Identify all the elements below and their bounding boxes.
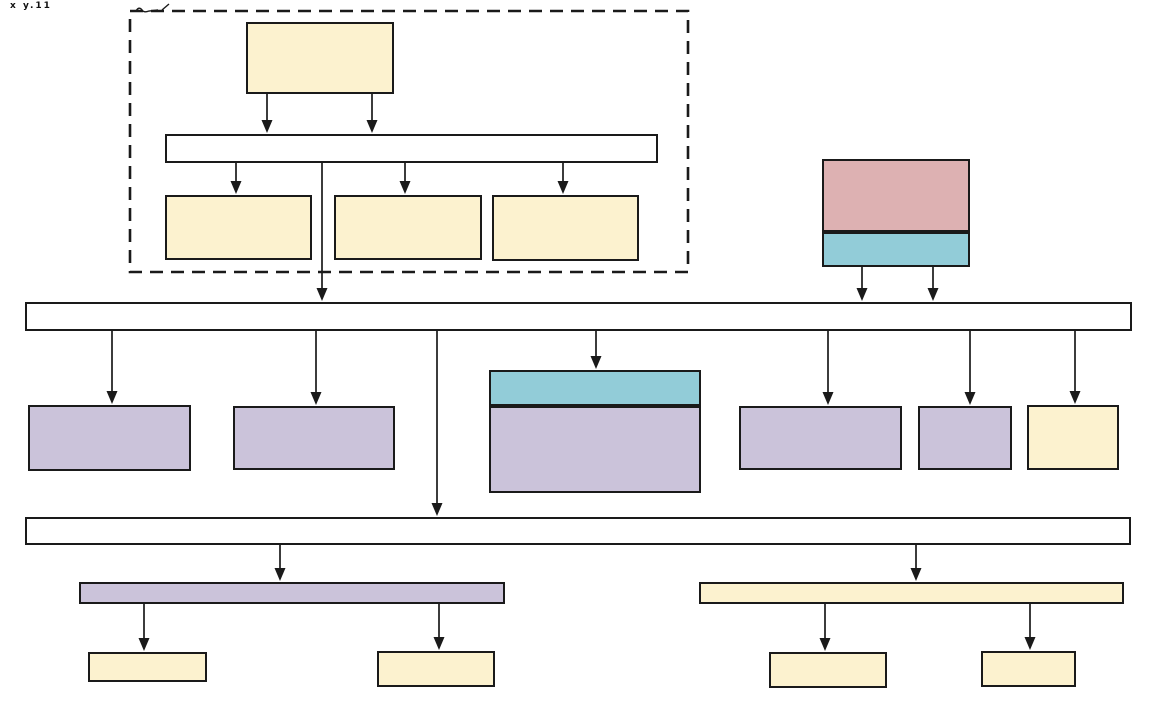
leaf-yellow-2: [377, 651, 495, 687]
yellow-box-right: [1027, 405, 1119, 470]
leaf-yellow-1: [88, 652, 207, 682]
purple-box-1: [28, 405, 191, 471]
purple-box-4: [918, 406, 1012, 470]
center-box-body: [489, 406, 701, 493]
group-child-2: [334, 195, 482, 260]
group-child-3: [492, 195, 639, 261]
purple-box-2: [233, 406, 395, 470]
group-bus-bar: [165, 134, 658, 163]
leaf-yellow-4: [981, 651, 1076, 687]
purple-box-3: [739, 406, 902, 470]
center-box-header: [489, 370, 701, 406]
group-child-1: [165, 195, 312, 260]
pink-box-footer: [822, 232, 970, 267]
corner-annotation: x y.11: [10, 1, 52, 11]
main-bus-1: [25, 302, 1132, 331]
pink-box-header: [822, 159, 970, 232]
main-bus-2: [25, 517, 1131, 545]
yellow-wide-bar: [699, 582, 1124, 604]
purple-wide-bar: [79, 582, 505, 604]
root-box: [246, 22, 394, 94]
leaf-yellow-3: [769, 652, 887, 688]
